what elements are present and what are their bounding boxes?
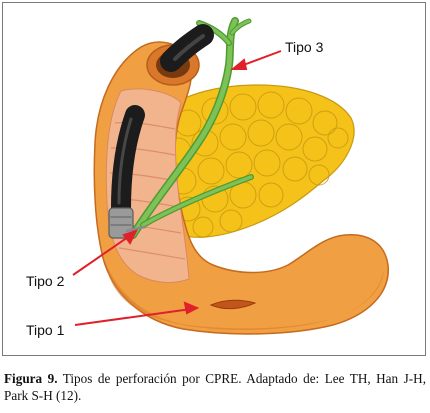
arrow-tipo1 (74, 308, 192, 326)
endoscope (108, 24, 214, 239)
bile-duct (129, 17, 254, 239)
perforation-tipo1-mark (209, 299, 257, 310)
label-tipo-1: Tipo 1 (26, 322, 65, 338)
arrow-tipo2 (72, 234, 132, 276)
figure-frame: Tipo 3 Tipo 2 Tipo 1 (2, 2, 426, 356)
figure-caption: Figura 9. Tipos de perforación por CPRE.… (4, 370, 426, 404)
arrow-tipo3-head (230, 58, 248, 70)
pointer-arrows (72, 50, 282, 326)
arrow-tipo1-head (183, 301, 200, 315)
caption-text: Tipos de perforación por CPRE. Adaptado … (4, 371, 426, 403)
arrow-tipo2-head (122, 229, 138, 245)
ercp-perforation-illustration (72, 17, 389, 335)
label-tipo-2: Tipo 2 (26, 273, 65, 289)
label-tipo-3: Tipo 3 (285, 39, 324, 55)
caption-label: Figura 9. (4, 371, 58, 386)
